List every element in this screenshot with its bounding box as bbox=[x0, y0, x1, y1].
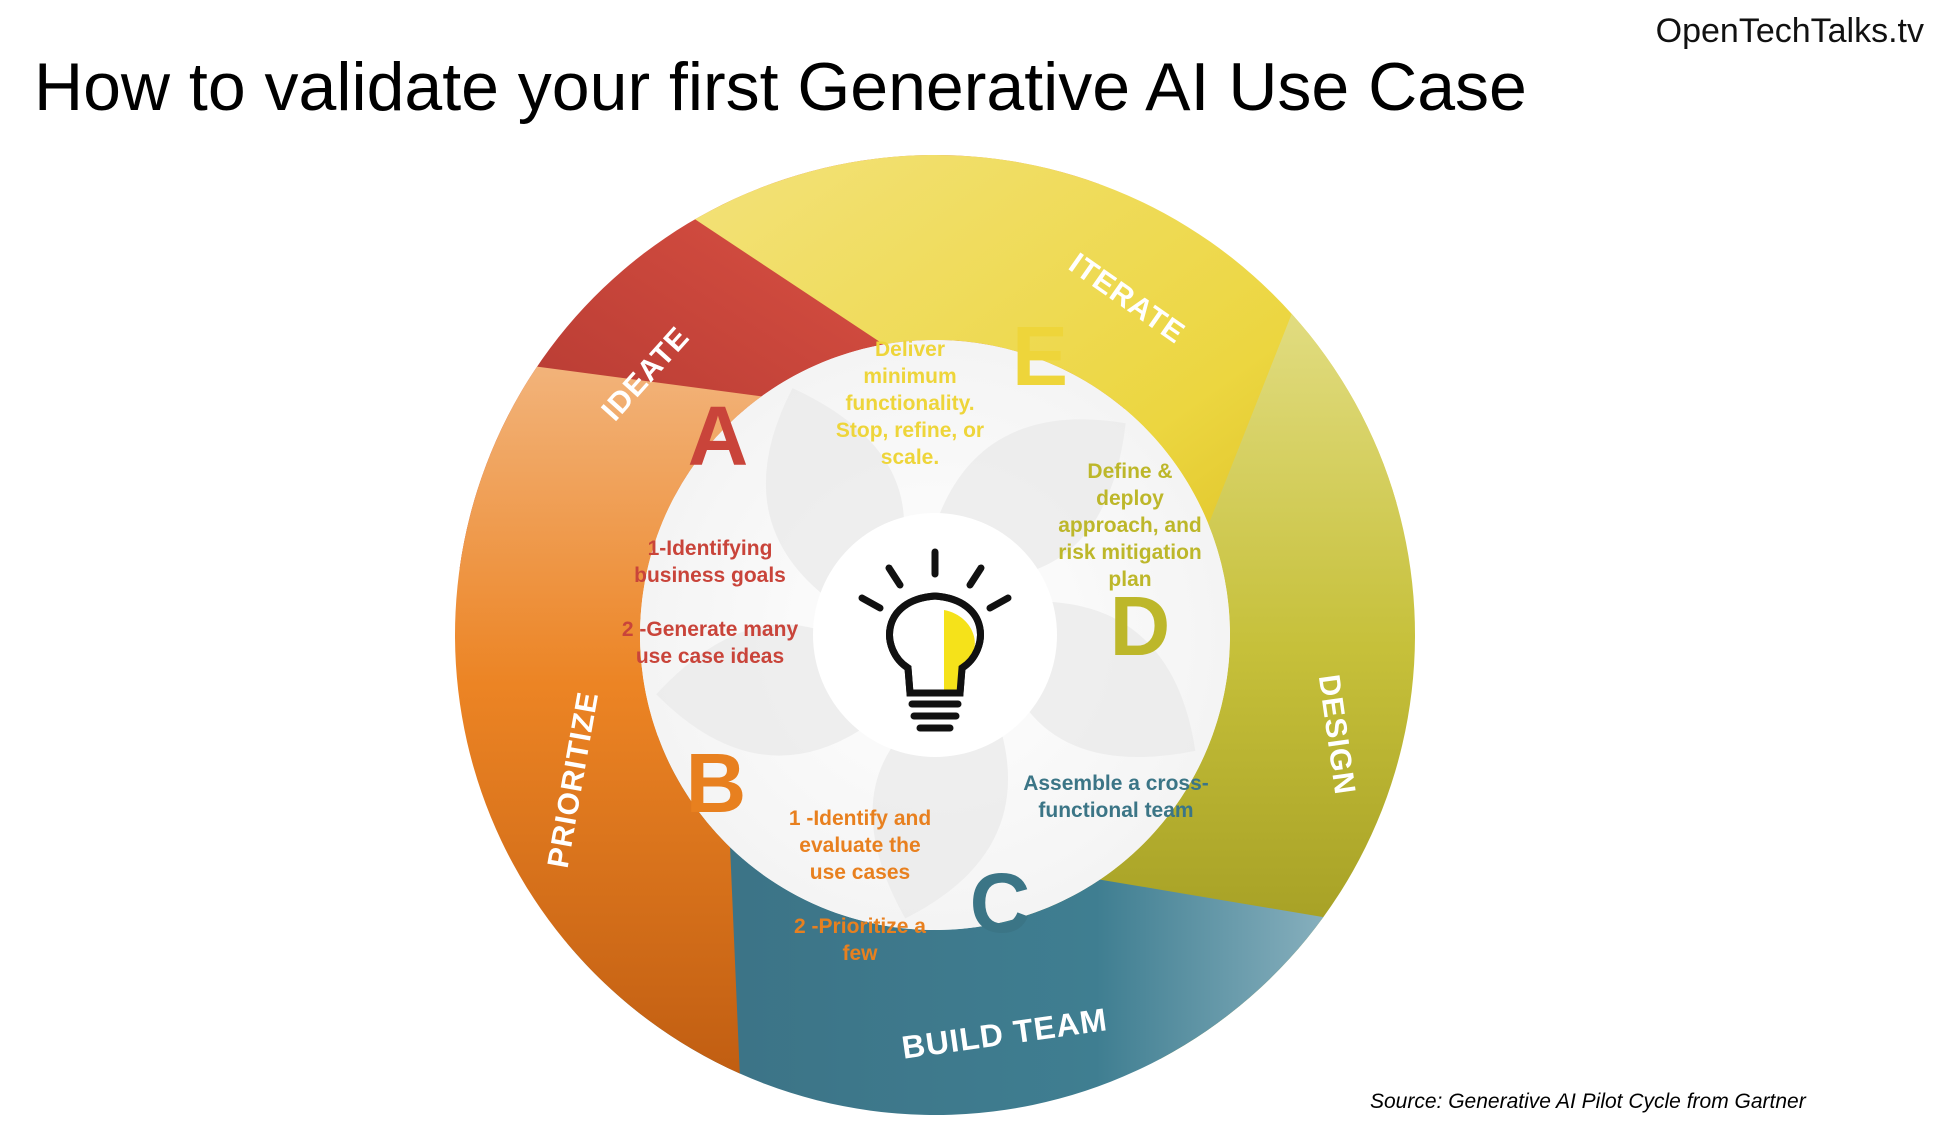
stage-text-prioritize: few bbox=[842, 942, 878, 965]
stage-text-design: Define & bbox=[1087, 460, 1172, 483]
stage-text-ideate: 2 -Generate many bbox=[622, 618, 799, 641]
stage-text-iterate: Stop, refine, or bbox=[836, 419, 984, 442]
stage-text-build-team: Assemble a cross- bbox=[1023, 772, 1209, 795]
page-title: How to validate your first Generative AI… bbox=[34, 49, 1527, 125]
ring-segment-design bbox=[976, 313, 1416, 1059]
stage-text-iterate: functionality. bbox=[845, 392, 974, 415]
swirl-blade bbox=[872, 734, 1008, 919]
stage-texts: A 1-Identifying business goals 2 -Generate … bbox=[622, 309, 1209, 965]
stage-text-design: deploy bbox=[1096, 487, 1164, 510]
stage-text-prioritize: evaluate the bbox=[799, 834, 920, 857]
stage-text-prioritize: 2 -Prioritize a bbox=[794, 915, 926, 938]
stage-text-design: plan bbox=[1108, 568, 1151, 591]
stage-letter-design: D bbox=[1110, 579, 1171, 673]
stage-text-build-team: functional team bbox=[1038, 799, 1193, 822]
stage-text-ideate: 1-Identifying bbox=[648, 537, 773, 560]
stage-text-design: approach, and bbox=[1058, 514, 1202, 537]
stage-text-prioritize: use cases bbox=[810, 861, 910, 884]
lightbulb-icon bbox=[858, 548, 1012, 732]
stage-letter-prioritize: B bbox=[686, 736, 747, 830]
stage-letter-iterate: E bbox=[1012, 309, 1068, 403]
swirl-blade bbox=[1028, 601, 1196, 758]
stage-letter-build-team: C bbox=[970, 856, 1031, 950]
stage-text-ideate: use case ideas bbox=[636, 645, 784, 668]
ring-segment-build-team bbox=[567, 735, 1324, 1115]
stage-text-iterate: minimum bbox=[863, 365, 956, 388]
site-name: OpenTechTalks.tv bbox=[1655, 12, 1924, 50]
cycle-ring bbox=[454, 154, 1416, 1115]
stage-text-design: risk mitigation bbox=[1058, 541, 1202, 564]
swirl-blade bbox=[656, 624, 862, 756]
ring-segment-prioritize bbox=[454, 366, 762, 1074]
stage-text-ideate: business goals bbox=[634, 564, 786, 587]
stage-text-iterate: Deliver bbox=[875, 338, 945, 361]
source-note: Source: Generative AI Pilot Cycle from G… bbox=[1370, 1090, 1806, 1113]
stage-text-prioritize: 1 -Identify and bbox=[789, 807, 931, 830]
stage-letter-ideate: A bbox=[688, 389, 749, 483]
stage-text-iterate: scale. bbox=[881, 446, 939, 469]
